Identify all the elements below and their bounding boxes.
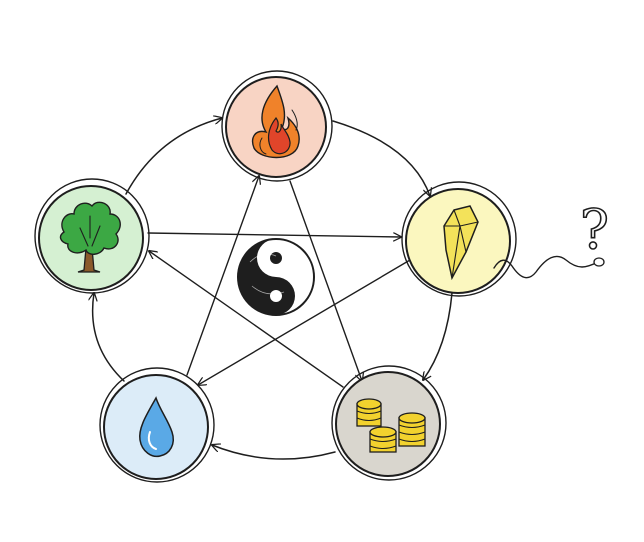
flame-icon bbox=[251, 84, 300, 159]
fire-circle-outline bbox=[221, 70, 333, 182]
arrow-fire-to-metal bbox=[289, 180, 362, 381]
crystal-icon bbox=[443, 205, 479, 281]
outer-cycle bbox=[93, 118, 453, 460]
arrow-metal-to-wood bbox=[149, 251, 344, 388]
gold-coins-icon bbox=[356, 398, 426, 453]
metal-circle-outline bbox=[331, 365, 447, 481]
arrow-wood-to-earth bbox=[147, 232, 401, 237]
yin-yang-icon bbox=[237, 238, 315, 316]
tree-icon bbox=[59, 201, 121, 273]
water-node bbox=[99, 367, 215, 483]
arrow-fire-to-earth bbox=[332, 120, 430, 196]
question-annotation: ? bbox=[493, 197, 610, 279]
arrow-earth-to-metal bbox=[423, 292, 453, 380]
arrow-metal-to-water bbox=[212, 445, 336, 460]
squiggle-line bbox=[493, 255, 599, 279]
inner-star bbox=[147, 176, 411, 388]
metal-node bbox=[331, 365, 447, 481]
arrow-water-to-fire bbox=[186, 176, 259, 376]
arrow-water-to-wood bbox=[93, 293, 125, 382]
earth-node bbox=[401, 181, 517, 297]
earth-circle-outline bbox=[401, 181, 517, 297]
wood-circle-outline bbox=[34, 178, 150, 294]
arrow-earth-to-water bbox=[198, 259, 411, 385]
question-mark-icon: ? bbox=[580, 198, 609, 261]
metal-circle bbox=[335, 371, 441, 477]
arrow-wood-to-fire bbox=[125, 118, 222, 195]
fire-node bbox=[221, 70, 333, 182]
water-circle-outline bbox=[99, 367, 215, 483]
wood-node bbox=[34, 178, 150, 294]
water-drop-icon bbox=[138, 396, 174, 458]
